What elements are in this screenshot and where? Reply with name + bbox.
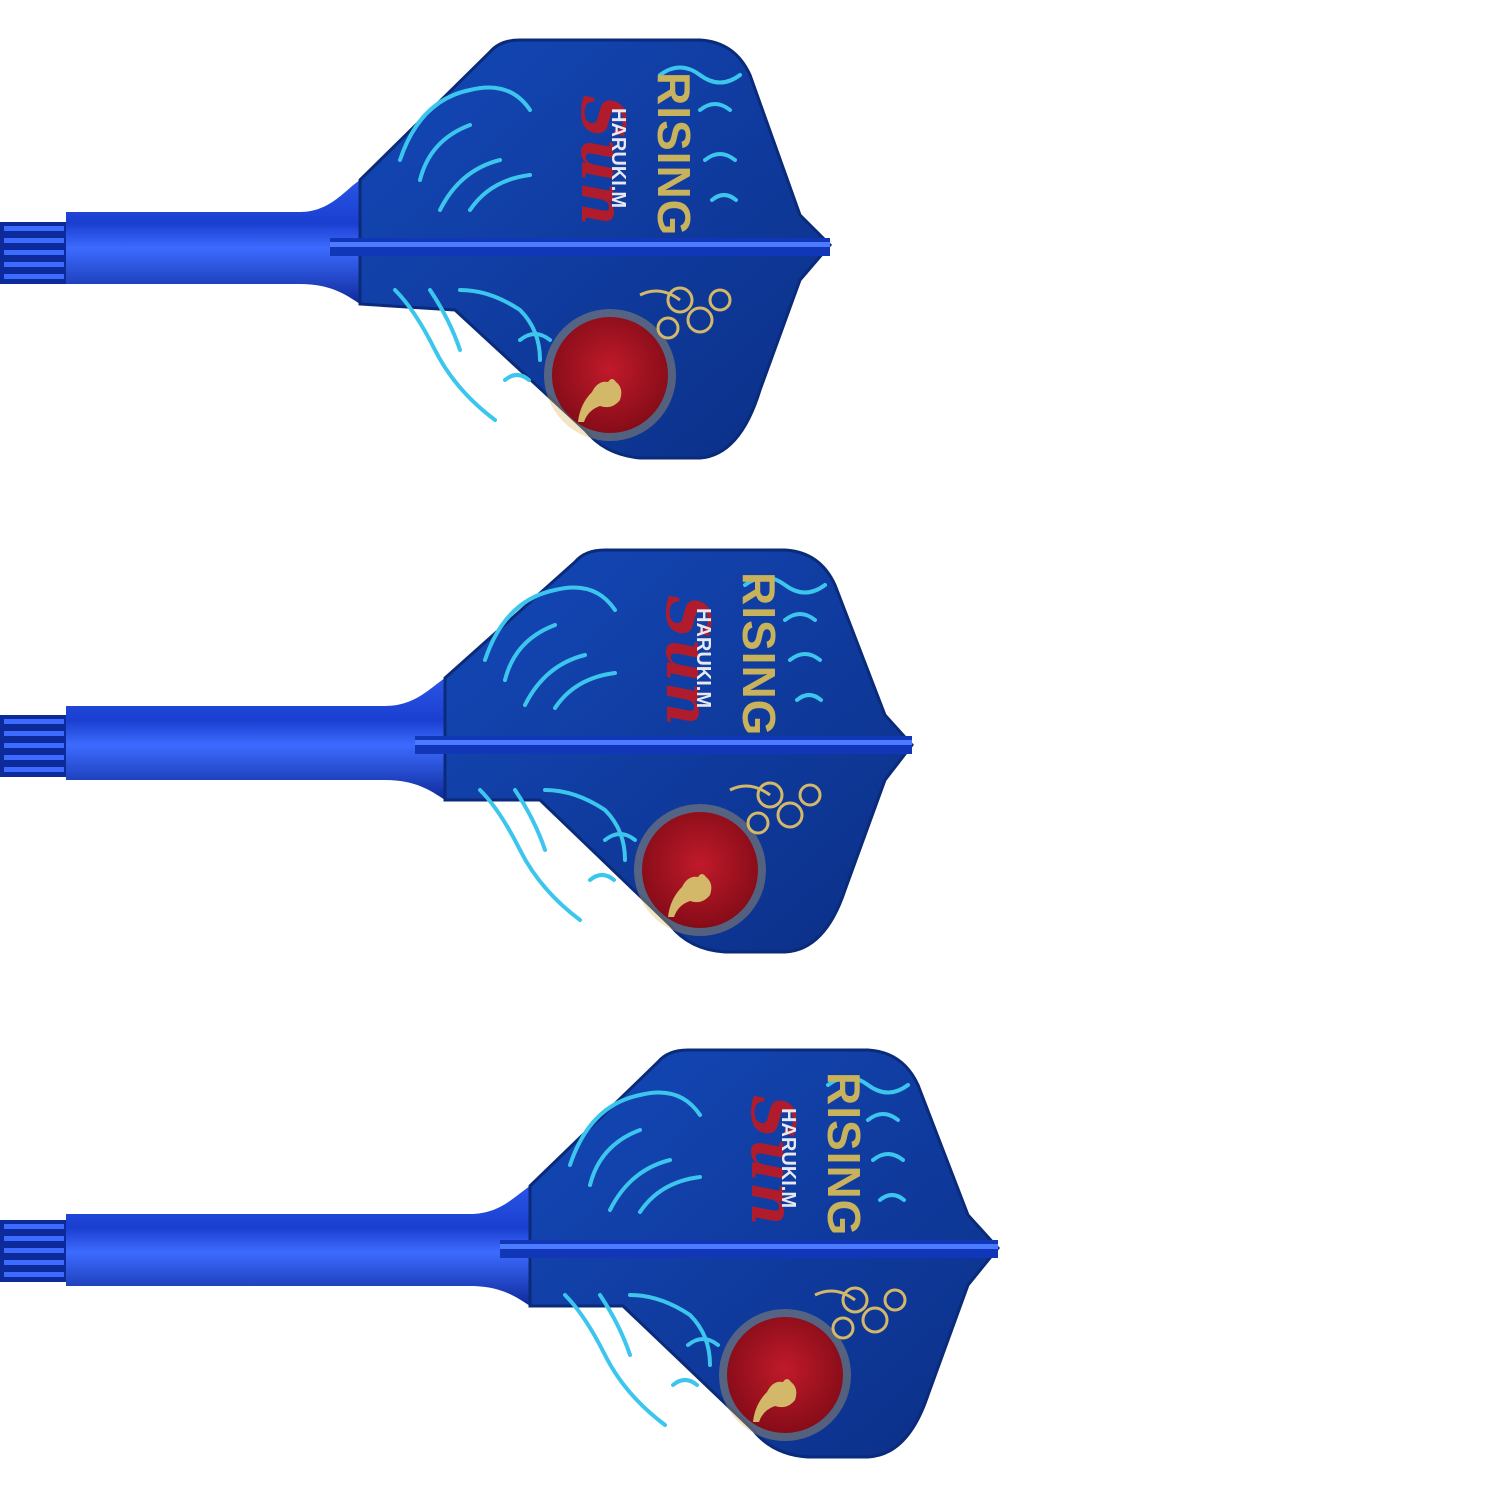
tree-icon bbox=[563, 1090, 712, 1427]
design-script: Sun bbox=[567, 95, 637, 226]
design-script: Sun bbox=[737, 1095, 807, 1226]
thread-tip bbox=[0, 1220, 70, 1282]
dart-medium: RISING Sun HARUKI.M bbox=[0, 548, 914, 954]
rising-sun-icon bbox=[634, 804, 766, 936]
wave-icon bbox=[671, 1075, 910, 1387]
design-title: RISING bbox=[818, 1072, 870, 1236]
cat-silhouette-icon bbox=[753, 1379, 797, 1422]
rising-sun-icon bbox=[719, 1309, 851, 1441]
shaft bbox=[66, 1186, 530, 1306]
dart-long: RISING Sun HARUKI.M bbox=[0, 1048, 1000, 1459]
tree-icon bbox=[393, 85, 542, 422]
cherry-blossom-icon bbox=[639, 286, 732, 340]
wave-icon bbox=[503, 65, 742, 382]
design-title: RISING bbox=[648, 72, 700, 236]
design-player: HARUKI.M bbox=[607, 108, 629, 208]
flight: RISING Sun HARUKI.M bbox=[330, 38, 833, 460]
thread-tip bbox=[0, 222, 70, 284]
design-title: RISING bbox=[733, 572, 785, 736]
rising-sun-icon bbox=[544, 309, 676, 441]
flight: RISING Sun HARUKI.M bbox=[500, 1048, 1000, 1459]
cherry-blossom-icon bbox=[729, 781, 822, 835]
design-script: Sun bbox=[652, 595, 722, 726]
design-player: HARUKI.M bbox=[692, 608, 714, 708]
shaft bbox=[66, 678, 445, 800]
cat-silhouette-icon bbox=[668, 874, 712, 917]
thread-tip bbox=[0, 715, 70, 777]
cat-silhouette-icon bbox=[578, 379, 622, 422]
tree-icon bbox=[478, 585, 627, 922]
dart-short: RISING Sun HARUKI.M bbox=[0, 38, 833, 460]
design-player: HARUKI.M bbox=[777, 1108, 799, 1208]
flight: RISING Sun HARUKI.M bbox=[415, 548, 914, 954]
cherry-blossom-icon bbox=[814, 1286, 907, 1340]
shaft bbox=[66, 180, 360, 304]
